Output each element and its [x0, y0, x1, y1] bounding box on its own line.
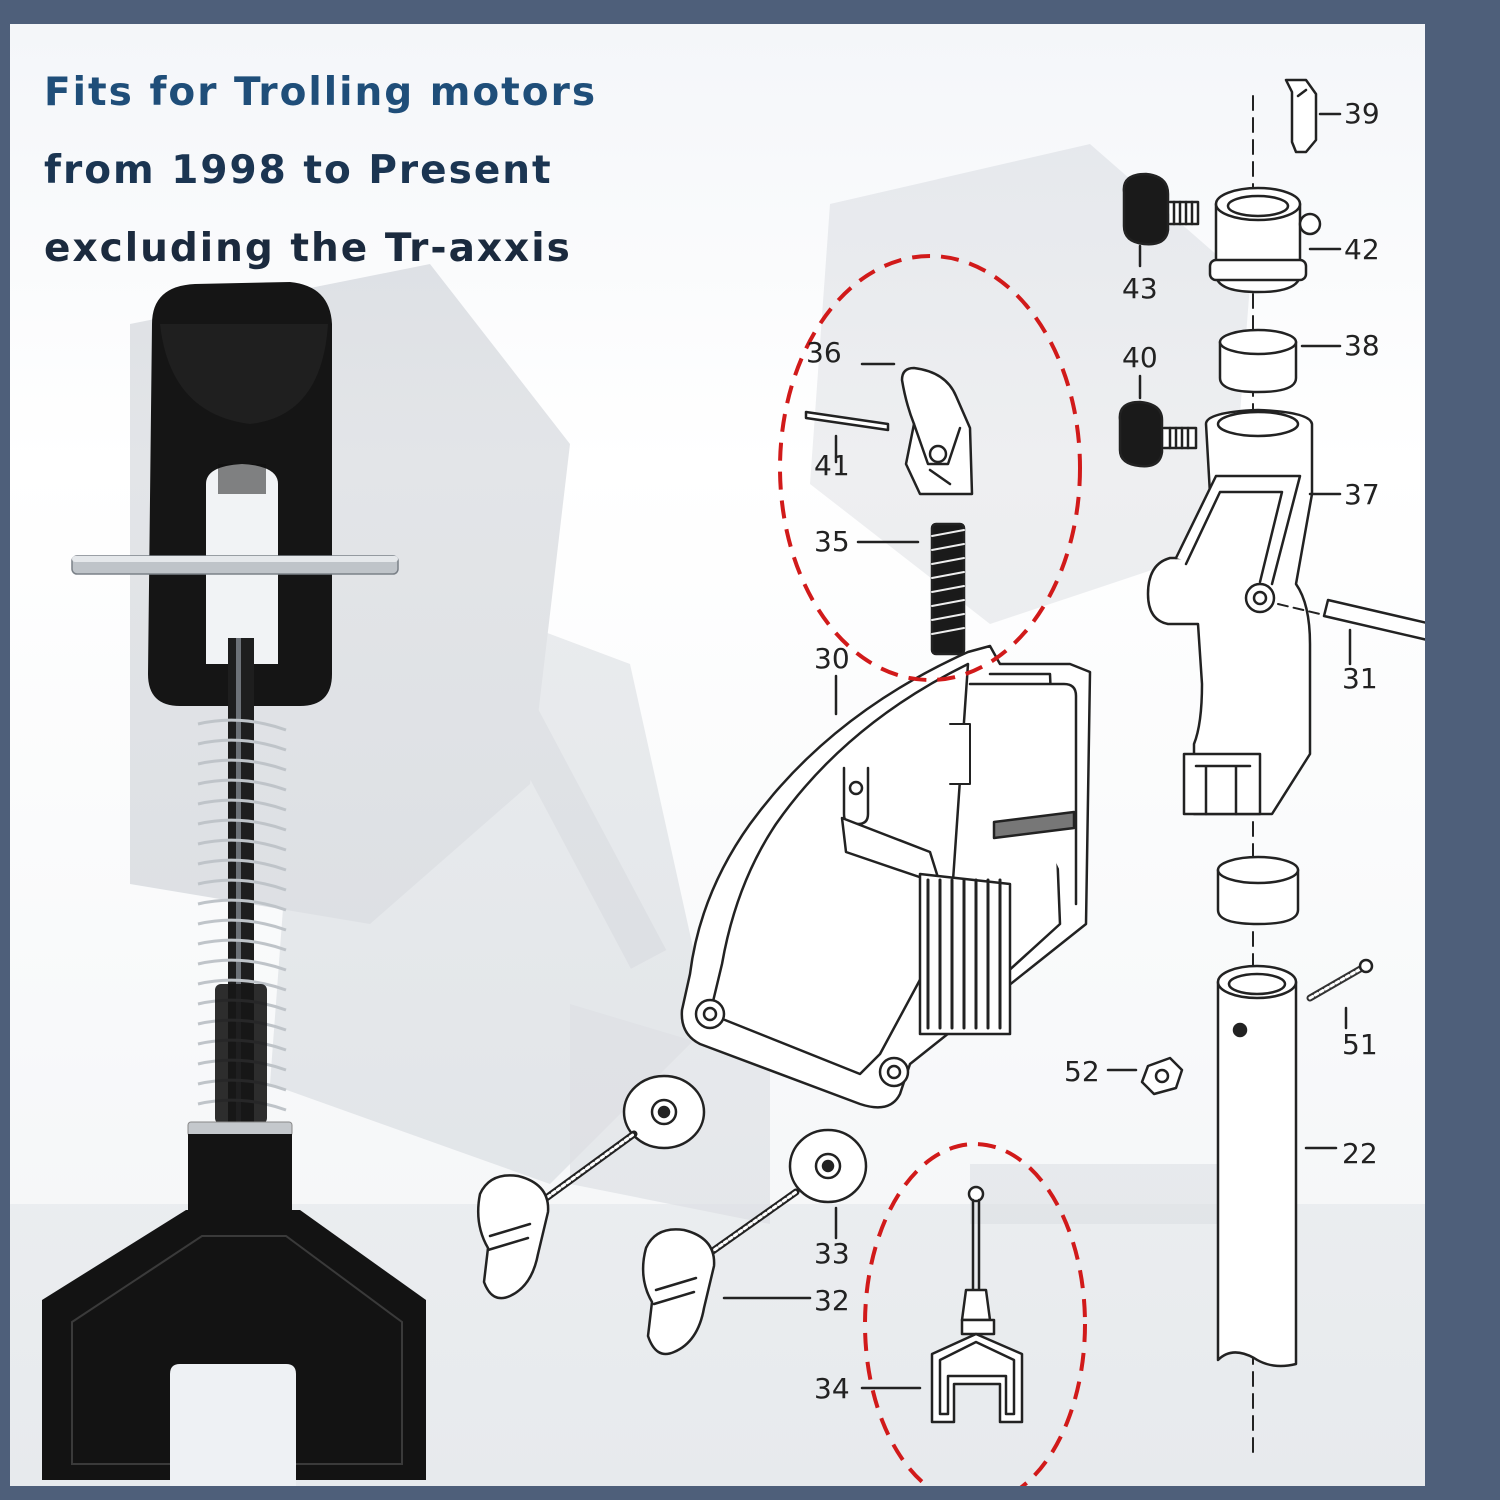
highlight-ring-upper — [778, 254, 1082, 682]
part-label-43: 43 — [1122, 272, 1158, 305]
part-39-clip — [1284, 78, 1318, 154]
part-label-36: 36 — [806, 336, 842, 369]
part-32-knob-bolt-upper — [477, 1130, 638, 1300]
part-36-lever — [900, 366, 974, 496]
part-label-42: 42 — [1344, 233, 1380, 266]
part-52-nut — [1140, 1056, 1184, 1096]
product-panel: Fits for Trolling motors from 1998 to Pr… — [10, 24, 1425, 1486]
part-label-30: 30 — [814, 642, 850, 675]
part-label-39: 39 — [1344, 97, 1380, 130]
spring-pin-tool-photo — [42, 282, 426, 1486]
part-label-40: 40 — [1122, 341, 1158, 374]
part-label-37: 37 — [1344, 478, 1380, 511]
part-label-52: 52 — [1064, 1055, 1100, 1088]
highlight-ring-lower — [863, 1142, 1087, 1486]
part-35-spring — [930, 522, 966, 656]
part-label-31: 31 — [1342, 662, 1378, 695]
part-label-38: 38 — [1344, 329, 1380, 362]
part-41-pin — [804, 410, 890, 432]
part-label-51: 51 — [1342, 1028, 1378, 1061]
headline-line-2: from 1998 to Present — [44, 148, 553, 193]
part-label-34: 34 — [814, 1372, 850, 1405]
part-33-washer-lower — [788, 1128, 868, 1204]
part-42-collar — [1208, 186, 1322, 294]
part-38-bushing — [1218, 328, 1298, 394]
part-33-washer-upper — [622, 1074, 706, 1150]
part-30-clamp-bracket — [680, 644, 1092, 1109]
part-32-knob-bolt-lower — [641, 1188, 800, 1356]
part-label-33: 33 — [814, 1237, 850, 1270]
part-label-22: 22 — [1342, 1137, 1378, 1170]
exploded-parts-diagram: 39 42 43 38 40 36 41 37 35 30 31 51 52 2… — [42, 78, 1425, 1486]
tool-base-notch — [170, 1364, 296, 1486]
part-label-41: 41 — [814, 449, 850, 482]
headline-line-3: excluding the Tr-axxis — [44, 226, 572, 271]
tool-lower-body — [188, 1134, 292, 1224]
part-22-shaft-tube — [1216, 964, 1298, 1368]
part-label-32: 32 — [814, 1284, 850, 1317]
part-37-bracket — [1146, 408, 1314, 816]
part-34-tool-sketch — [930, 1185, 1024, 1424]
part-31-pin — [1322, 598, 1425, 641]
part-label-35: 35 — [814, 525, 850, 558]
part-43-thumb-screw — [1122, 172, 1200, 246]
headline-line-1: Fits for Trolling motors — [44, 70, 598, 115]
lower-bushing — [1216, 855, 1300, 926]
part-40-thumb-screw — [1118, 400, 1198, 468]
part-51-screw — [1306, 958, 1374, 1002]
